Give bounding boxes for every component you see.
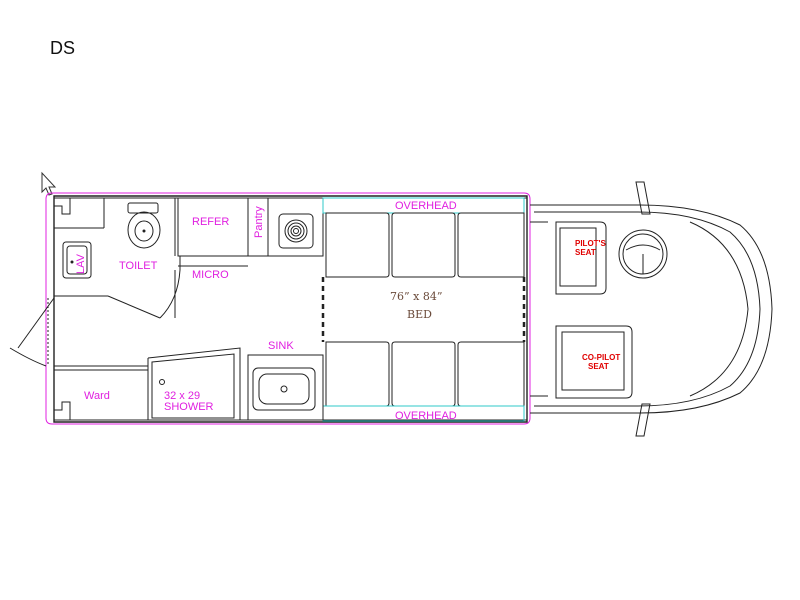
pilot-seat-label-2: SEAT	[575, 248, 596, 257]
pilot-seat-label-1: PILOT'S	[575, 239, 606, 248]
cab-outline	[530, 181, 773, 437]
bed-size-label: 76” x 84”	[390, 290, 442, 303]
steering-wheel-icon	[618, 229, 668, 279]
lav-label: LAV	[75, 253, 87, 274]
overhead-top-label: OVERHEAD	[395, 200, 457, 212]
refer-label: REFER	[192, 216, 229, 228]
copilot-seat-label-2: SEAT	[588, 362, 609, 371]
pilot-seat	[555, 221, 607, 295]
shower	[54, 347, 241, 420]
mouse-cursor-icon	[41, 171, 57, 196]
pantry-label: Pantry	[253, 206, 265, 238]
cooktop	[267, 197, 324, 257]
toilet-fixture	[127, 202, 161, 249]
copilot-seat	[555, 325, 633, 399]
galley-sink	[247, 354, 324, 421]
lower-cushions	[325, 341, 525, 407]
ward-label: Ward	[84, 390, 110, 402]
copilot-seat-label-1: CO-PILOT	[582, 353, 620, 362]
toilet-label: TOILET	[119, 260, 158, 272]
refrigerator	[177, 197, 249, 267]
lav-sink	[62, 241, 92, 279]
bed-outline	[321, 277, 526, 342]
overhead-bottom-label: OVERHEAD	[395, 410, 457, 422]
sink-label: SINK	[268, 340, 294, 352]
upper-cushions	[325, 212, 525, 278]
shower-label: SHOWER	[164, 401, 214, 413]
page-title: DS	[50, 38, 76, 58]
micro-label: MICRO	[192, 269, 229, 281]
bed-label: BED	[407, 308, 432, 321]
bathroom-walls	[54, 198, 181, 319]
shower-size-label: 32 x 29	[164, 390, 200, 402]
